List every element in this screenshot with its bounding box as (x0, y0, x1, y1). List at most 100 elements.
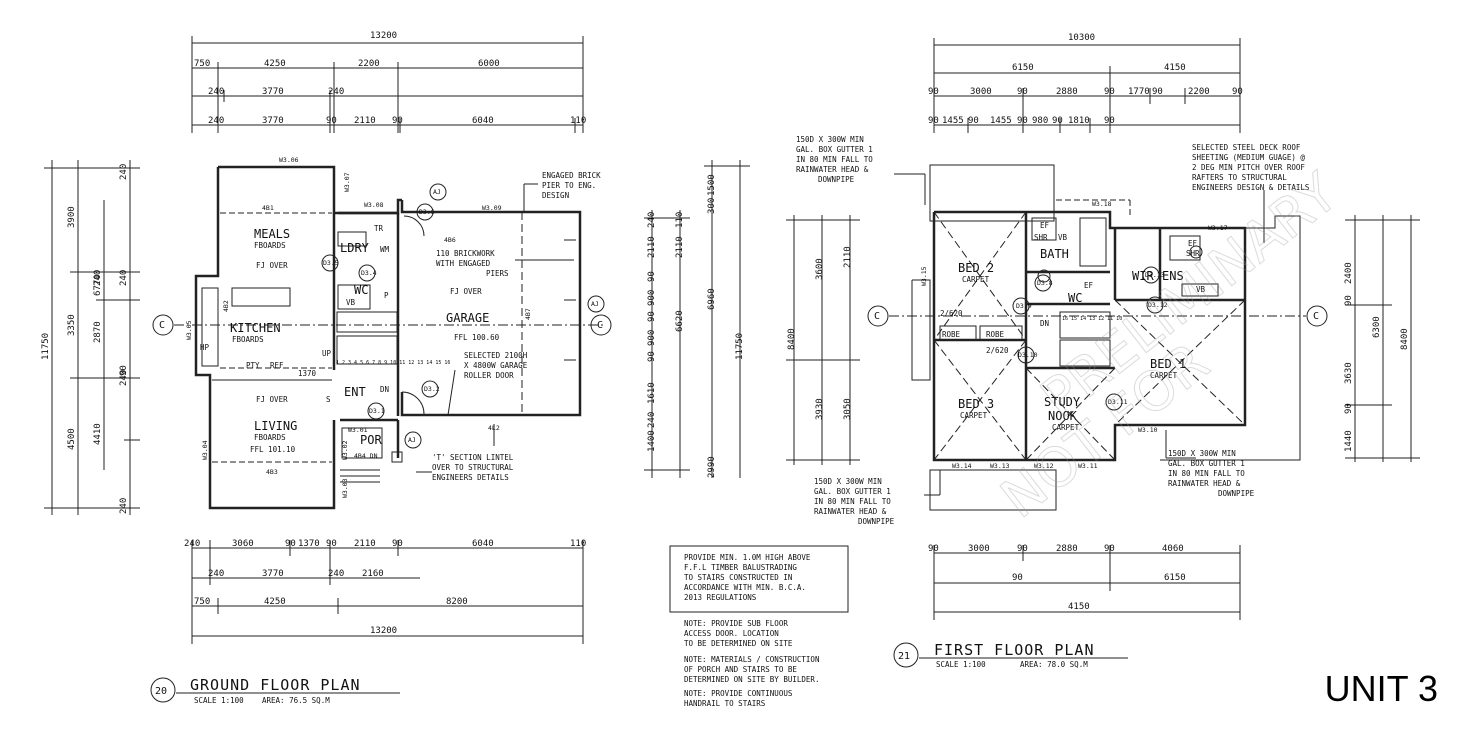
svg-text:W3.11: W3.11 (1078, 462, 1098, 470)
svg-text:110: 110 (675, 212, 685, 228)
room-study-nook: STUDY (1044, 395, 1081, 409)
svg-text:240: 240 (119, 270, 129, 286)
svg-text:4150: 4150 (1164, 63, 1186, 73)
room-bed-3: BED 3 (958, 397, 994, 411)
svg-text:W3.07: W3.07 (343, 172, 351, 192)
first-roof-outline (911, 164, 1301, 511)
svg-text:DETERMINED ON SITE BY BUILDER.: DETERMINED ON SITE BY BUILDER. (684, 675, 819, 684)
svg-text:90: 90 (326, 116, 337, 126)
ground-bottom-dimension-lines (191, 540, 584, 644)
svg-text:4250: 4250 (264, 59, 286, 69)
svg-text:90: 90 (1012, 573, 1023, 583)
svg-text:6300: 6300 (1372, 316, 1382, 338)
svg-text:W3.12: W3.12 (1034, 462, 1054, 470)
first-left-dimension-text: 240 110 2110 90 900 90 900 90 1610 240 1… (647, 174, 853, 478)
svg-text:90: 90 (1017, 544, 1028, 554)
svg-text:PIER TO ENG.: PIER TO ENG. (542, 181, 596, 190)
svg-text:W3.02: W3.02 (341, 440, 349, 460)
svg-text:6040: 6040 (472, 539, 494, 549)
svg-text:W3.15: W3.15 (920, 266, 928, 286)
svg-text:FBOARDS: FBOARDS (254, 433, 286, 442)
svg-text:FBOARDS: FBOARDS (254, 241, 286, 250)
svg-text:FJ OVER: FJ OVER (450, 287, 482, 296)
svg-text:3060: 3060 (232, 539, 254, 549)
svg-text:4500: 4500 (67, 428, 77, 450)
first-bottom-dimension-lines (933, 545, 1241, 620)
ground-floor-walls (194, 165, 582, 510)
svg-text:150D X 300W MIN: 150D X 300W MIN (1168, 449, 1236, 458)
svg-text:90: 90 (1152, 87, 1163, 97)
svg-text:4060: 4060 (1162, 544, 1184, 554)
svg-text:3000: 3000 (968, 544, 990, 554)
svg-text:DESIGN: DESIGN (542, 191, 569, 200)
svg-text:IN 80 MIN FALL TO: IN 80 MIN FALL TO (796, 155, 873, 164)
svg-text:3770: 3770 (262, 569, 284, 579)
svg-text:SELECTED STEEL DECK ROOF: SELECTED STEEL DECK ROOF (1192, 143, 1301, 152)
svg-text:90: 90 (928, 116, 939, 126)
svg-text:W3.17: W3.17 (1208, 224, 1228, 232)
svg-text:TO BE DETERMINED ON SITE: TO BE DETERMINED ON SITE (684, 639, 793, 648)
svg-text:CARPET: CARPET (962, 275, 990, 284)
svg-text:90: 90 (647, 351, 657, 362)
svg-text:RAINWATER HEAD &: RAINWATER HEAD & (796, 165, 869, 174)
svg-text:ENGAGED BRICK: ENGAGED BRICK (542, 171, 601, 180)
svg-text:FBOARDS: FBOARDS (232, 335, 264, 344)
svg-text:DOWNPIPE: DOWNPIPE (858, 517, 895, 526)
svg-text:ACCORDANCE WITH MIN. B.C.A.: ACCORDANCE WITH MIN. B.C.A. (684, 583, 806, 592)
ground-left-dimension-lines (44, 160, 140, 515)
svg-text:VB: VB (1058, 233, 1068, 242)
svg-text:4150: 4150 (1068, 602, 1090, 612)
svg-text:VB: VB (1196, 285, 1206, 294)
svg-text:SCALE 1:100: SCALE 1:100 (194, 696, 244, 705)
svg-text:6150: 6150 (1164, 573, 1186, 583)
svg-text:1770: 1770 (1128, 87, 1150, 97)
svg-text:3050: 3050 (843, 398, 853, 420)
svg-text:240: 240 (647, 212, 657, 228)
svg-text:SCALE 1:100: SCALE 1:100 (936, 660, 986, 669)
svg-text:2200: 2200 (358, 59, 380, 69)
first-interior-details (933, 211, 1246, 461)
svg-text:240: 240 (93, 270, 103, 286)
svg-text:8400: 8400 (787, 328, 797, 350)
room-bed-2: BED 2 (958, 261, 994, 275)
svg-text:FFL 101.10: FFL 101.10 (250, 445, 296, 454)
svg-text:D3.2: D3.2 (424, 385, 440, 393)
svg-text:240: 240 (328, 87, 344, 97)
svg-text:CARPET: CARPET (1150, 371, 1178, 380)
svg-text:4B7: 4B7 (524, 308, 532, 320)
svg-text:300: 300 (707, 198, 717, 214)
svg-text:GAL. BOX GUTTER 1: GAL. BOX GUTTER 1 (814, 487, 891, 496)
svg-text:4250: 4250 (264, 597, 286, 607)
svg-text:90: 90 (928, 544, 939, 554)
svg-text:11750: 11750 (41, 333, 51, 360)
svg-text:90: 90 (285, 539, 296, 549)
first-right-dimension-lines (1345, 215, 1420, 462)
svg-text:90: 90 (647, 271, 657, 282)
svg-text:GAL. BOX GUTTER 1: GAL. BOX GUTTER 1 (1168, 459, 1245, 468)
svg-text:ROBE: ROBE (942, 330, 961, 339)
svg-text:CARPET: CARPET (1052, 423, 1080, 432)
first-right-dimension-text: 2400 90 6300 3630 1440 8400 90 (1344, 262, 1410, 452)
svg-text:ROLLER DOOR: ROLLER DOOR (464, 371, 514, 380)
svg-text:3000: 3000 (970, 87, 992, 97)
svg-text:D3.1: D3.1 (369, 407, 385, 415)
svg-text:2990: 2990 (707, 456, 717, 478)
ground-floor-plan-title: GROUND FLOOR PLAN (190, 676, 361, 694)
svg-text:W3.01: W3.01 (348, 426, 368, 434)
svg-text:13200: 13200 (370, 31, 397, 41)
svg-text:2110: 2110 (843, 246, 853, 268)
ground-notes: ENGAGED BRICK PIER TO ENG. DESIGN 110 BR… (432, 171, 601, 482)
svg-text:PTY: PTY (246, 361, 260, 370)
svg-text:D3.13: D3.13 (1145, 271, 1165, 279)
svg-text:90: 90 (968, 116, 979, 126)
svg-text:240: 240 (208, 569, 224, 579)
svg-text:6040: 6040 (472, 116, 494, 126)
svg-text:90: 90 (1104, 87, 1115, 97)
svg-text:11750: 11750 (735, 333, 745, 360)
ground-labels: 4B1 4B2 4B3 4B4 DN 4B6 4B7 4L2 W3.06 W3.… (159, 156, 603, 498)
svg-text:2200: 2200 (1188, 87, 1210, 97)
ground-title-block: 20 GROUND FLOOR PLAN SCALE 1:100 AREA: 7… (155, 676, 361, 705)
first-section-marker (867, 305, 1328, 327)
svg-text:4B1: 4B1 (262, 204, 274, 212)
svg-text:HP: HP (200, 343, 210, 352)
